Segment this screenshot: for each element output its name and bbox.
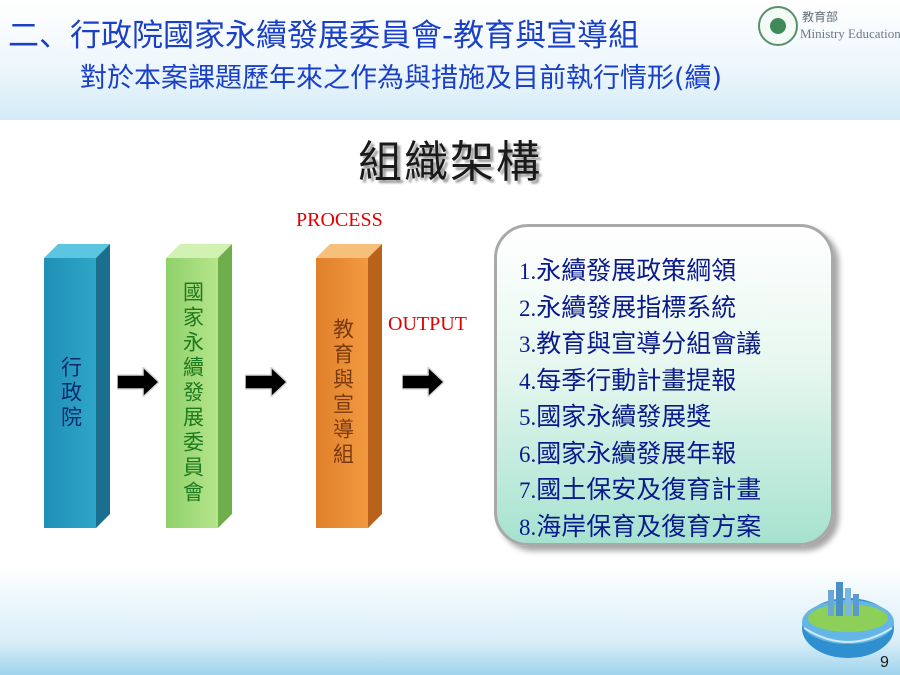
pillar-education-group: 教育與宣導組 xyxy=(316,244,382,528)
ministry-logo: 教育部 Ministry Education xyxy=(758,6,900,46)
page-title: 組織架構 xyxy=(358,137,542,188)
list-item: 3.教育與宣導分組會議 xyxy=(519,329,762,358)
globe-city-icon xyxy=(802,582,894,658)
arrow-right-icon xyxy=(402,367,444,397)
slide-subheading: 對於本案課題歷年來之作為與措施及目前執行情形(續) xyxy=(80,63,723,94)
output-list-box: 1.永續發展政策綱領 2.永續發展指標系統 3.教育與宣導分組會議 4.每季行動… xyxy=(494,224,834,546)
pillar-label: 行政院 xyxy=(58,355,83,431)
header-background xyxy=(0,0,900,120)
pillar-executive-yuan: 行政院 xyxy=(44,244,110,528)
list-item: 6.國家永續發展年報 xyxy=(519,438,737,468)
process-label: PROCESS xyxy=(296,209,383,231)
output-list: 1.永續發展政策綱領 2.永續發展指標系統 3.教育與宣導分組會議 4.每季行動… xyxy=(519,253,761,545)
list-item: 2.永續發展指標系統 xyxy=(519,292,737,322)
ministry-seal-icon xyxy=(758,6,798,46)
footer-background xyxy=(0,565,900,675)
list-item: 5.國家永續發展獎 xyxy=(519,402,712,431)
list-item: 7.國土保安及復育計畫 xyxy=(519,475,762,504)
list-item: 1.永續發展政策綱領 xyxy=(519,256,737,285)
page-number: 9 xyxy=(880,654,889,671)
pillar-label: 國家永續發展委員會 xyxy=(180,280,205,506)
ministry-name-en: Ministry Education xyxy=(800,26,900,41)
list-item: 4.每季行動計畫提報 xyxy=(519,365,737,395)
list-item: 8.海岸保育及復育方案 xyxy=(519,511,762,541)
ministry-name-cn: 教育部 xyxy=(802,10,839,24)
slide-heading: 二、行政院國家永續發展委員會-教育與宣導組 xyxy=(8,18,640,54)
output-label: OUTPUT xyxy=(388,313,467,335)
arrow-right-icon xyxy=(245,367,287,397)
pillar-label: 教育與宣導組 xyxy=(330,318,355,468)
pillar-sustainable-development-council: 國家永續發展委員會 xyxy=(166,244,232,528)
arrow-right-icon xyxy=(117,367,159,397)
